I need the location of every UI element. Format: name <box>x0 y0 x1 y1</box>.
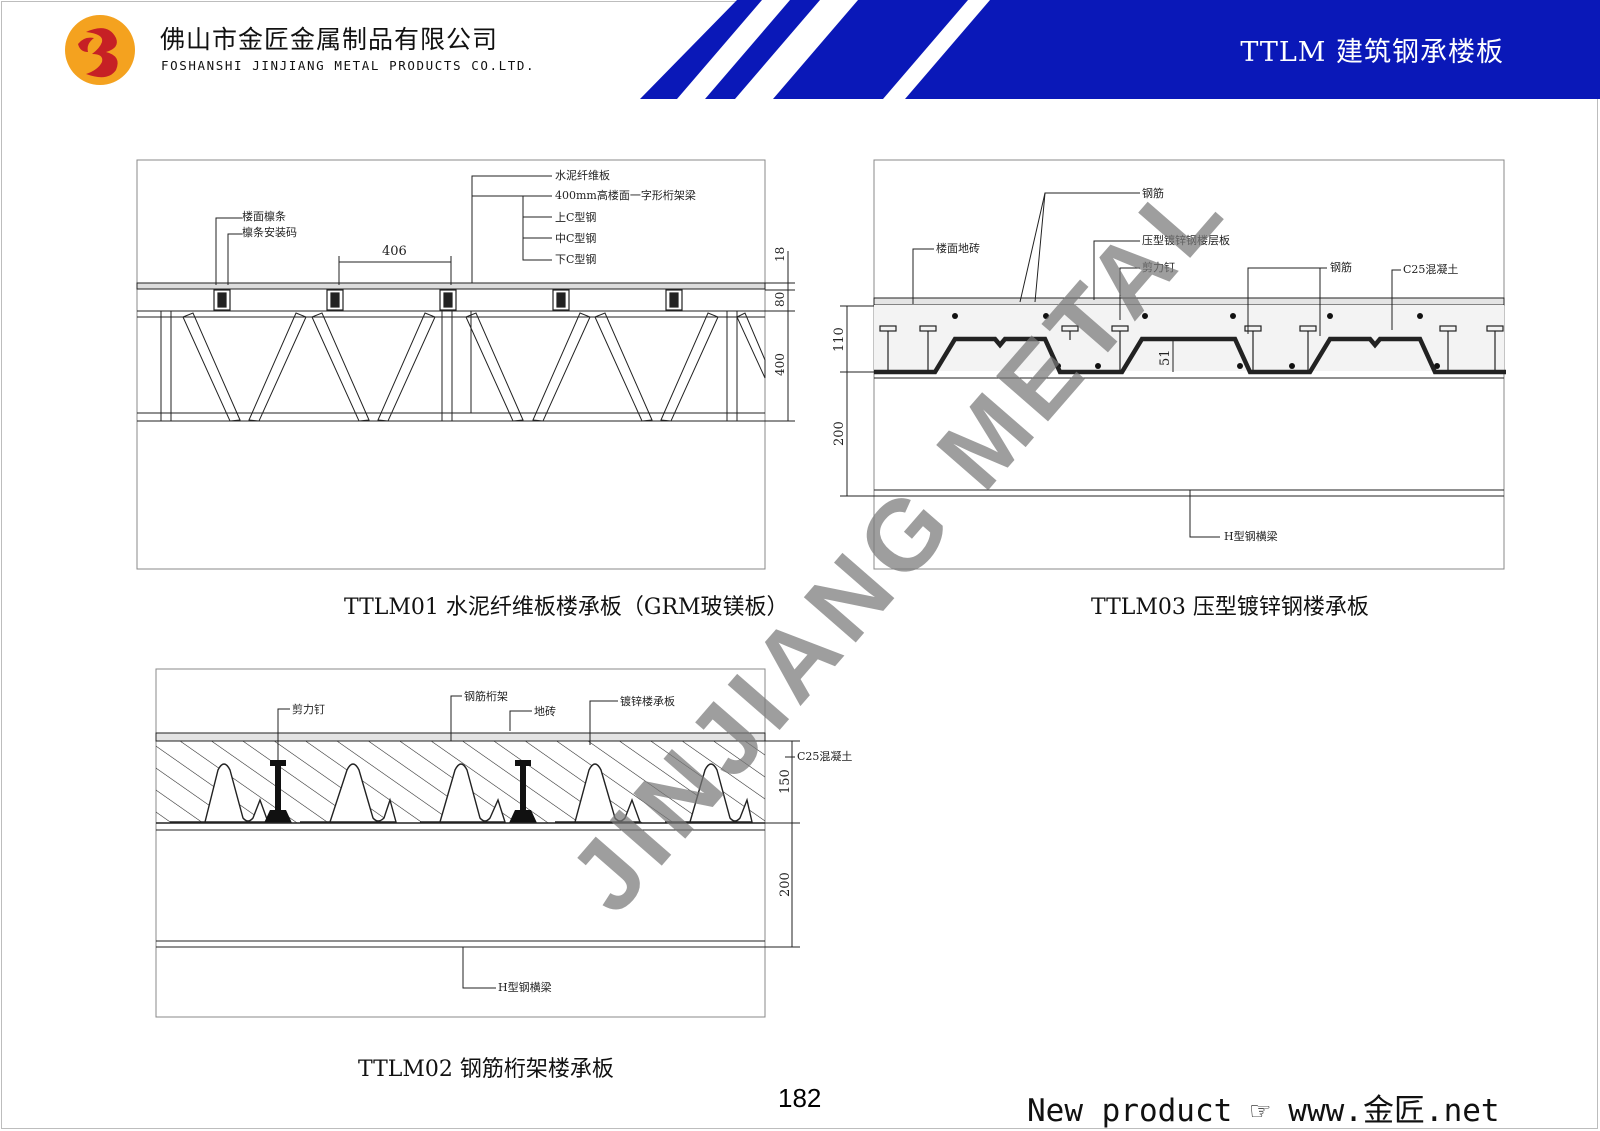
page-number: 182 <box>778 1083 822 1113</box>
dim-80: 80 <box>773 292 787 307</box>
dim-110: 110 <box>832 327 847 352</box>
label-mid-c: 中C型钢 <box>555 231 596 245</box>
label-stud-02: 剪力钉 <box>292 702 325 716</box>
label-concrete-02: C25混凝土 <box>797 749 852 763</box>
label-rebar: 钢筋 <box>1330 260 1352 274</box>
banner-title: TTLM 建筑钢承楼板 <box>1240 37 1504 68</box>
dim-51: 51 <box>1158 349 1173 366</box>
label-top-c: 上C型钢 <box>555 210 596 224</box>
dim-200-right: 200 <box>832 421 847 446</box>
label-stud: 剪力钉 <box>1142 260 1175 274</box>
label-purlin-code: 檩条安装码 <box>242 225 297 239</box>
label-deck: 压型镀锌钢楼层板 <box>1142 233 1230 247</box>
label-concrete: C25混凝土 <box>1403 262 1458 276</box>
footer-link[interactable]: New product ☞ www.金匠.net <box>1027 1093 1500 1129</box>
label-truss: 400mm高楼面一字形桁架梁 <box>555 188 696 202</box>
dim-18: 18 <box>773 247 787 262</box>
label-truss-02: 钢筋桁架 <box>464 689 508 703</box>
dim-200-bottom: 200 <box>778 872 793 897</box>
dim-400: 400 <box>773 353 787 376</box>
label-beam-02: H型钢横梁 <box>498 980 552 994</box>
header-banner <box>640 0 1600 99</box>
caption-ttlm01: TTLM01 水泥纤维板楼承板（GRM玻镁板） <box>344 595 789 620</box>
label-tile: 楼面地砖 <box>936 241 980 255</box>
company-name-cn: 佛山市金匠金属制品有限公司 <box>160 25 499 54</box>
label-deck-02: 镀锌楼承板 <box>620 694 675 708</box>
caption-ttlm03: TTLM03 压型镀锌钢楼承板 <box>1091 595 1369 620</box>
company-logo-icon <box>65 15 135 85</box>
ttlm03-labels: 钢筋 楼面地砖 压型镀锌钢楼层板 剪力钉 钢筋 C25混凝土 H型钢横梁 110… <box>832 186 1458 543</box>
label-tile-02: 地砖 <box>534 704 556 718</box>
label-beam: H型钢横梁 <box>1224 529 1278 543</box>
label-purlin: 楼面檩条 <box>242 209 286 223</box>
dim-span: 406 <box>382 244 407 259</box>
ttlm01-labels: 水泥纤维板 400mm高楼面一字形桁架梁 上C型钢 中C型钢 下C型钢 楼面檩条… <box>242 168 787 376</box>
dim-150: 150 <box>778 769 793 794</box>
drawing-ttlm03 <box>840 159 1506 570</box>
company-name-en: FOSHANSHI JINJIANG METAL PRODUCTS CO.LTD… <box>161 58 536 73</box>
drawing-ttlm02 <box>155 668 800 1018</box>
caption-ttlm02: TTLM02 钢筋桁架楼承板 <box>358 1057 614 1082</box>
label-bottom-c: 下C型钢 <box>555 252 596 266</box>
drawing-ttlm01 <box>136 159 795 570</box>
ttlm02-labels: 钢筋桁架 剪力钉 地砖 镀锌楼承板 C25混凝土 H型钢横梁 150 200 <box>292 689 852 994</box>
label-board: 水泥纤维板 <box>555 168 610 182</box>
label-rebar-top: 钢筋 <box>1142 186 1164 200</box>
